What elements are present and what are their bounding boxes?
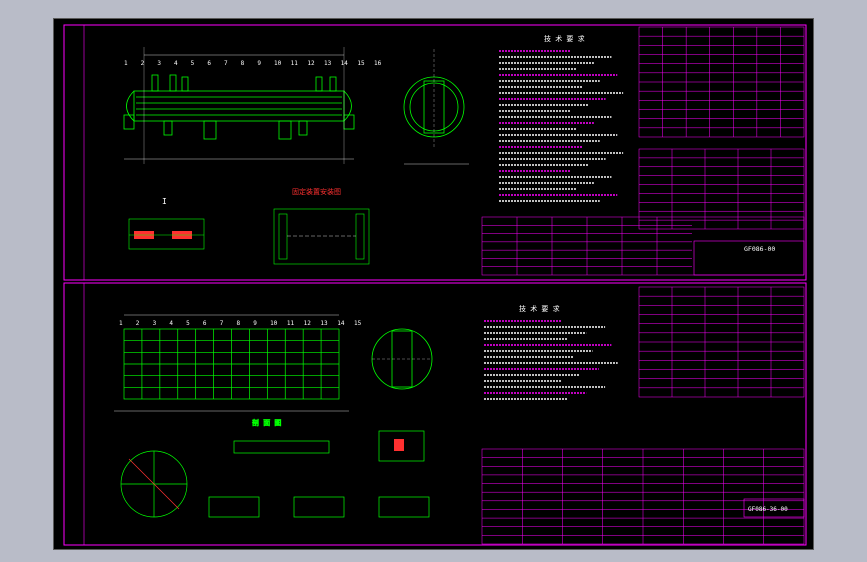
callout-number: 7 [224, 60, 228, 67]
callout-number: 8 [241, 60, 245, 67]
callout-number: 14 [341, 60, 349, 67]
callout-number: 16 [374, 60, 382, 67]
callout-number: 10 [274, 60, 282, 67]
callout-number: 15 [357, 60, 365, 67]
bottom-parts-list [481, 448, 805, 545]
callout-number: 15 [354, 320, 362, 327]
callout-number: 9 [257, 60, 261, 67]
bottom-tube-bundle [114, 314, 349, 412]
bottom-drawing-code: GF086-36-00 [748, 506, 788, 513]
callout-number: 1 [124, 60, 128, 67]
callout-number: 2 [136, 320, 140, 327]
bottom-spec-table [638, 286, 805, 398]
svg-text:技 术 要 求: 技 术 要 求 [544, 34, 585, 43]
callout-number: 11 [291, 60, 299, 67]
bottom-title-block: GF086-36-00 [743, 498, 805, 518]
callout-number: 10 [270, 320, 278, 327]
detail-title: 固定装置安装图 [292, 187, 341, 196]
callout-number: 13 [320, 320, 328, 327]
fixed-support-drawing: 固定装置安装图 [273, 187, 370, 265]
callout-number: 5 [191, 60, 195, 67]
top-title-block: GF086-00 [693, 240, 805, 276]
bottom-baffle-view [371, 328, 433, 390]
cad-viewport[interactable]: I 固定装置安装图 技 术 要 求 [53, 18, 814, 550]
callout-number: 12 [304, 320, 312, 327]
svg-text:技 术 要 求: 技 术 要 求 [519, 304, 560, 313]
callout-number: 7 [220, 320, 224, 327]
callout-number: 13 [324, 60, 332, 67]
callout-number: 4 [174, 60, 178, 67]
callout-number: 6 [203, 320, 207, 327]
sheet-frame [63, 24, 807, 546]
top-end-view [403, 49, 469, 165]
callout-number: 8 [237, 320, 241, 327]
top-heat-exchanger-elevation [123, 47, 355, 164]
detail-i-label: I [162, 197, 167, 206]
callout-number: 1 [119, 320, 123, 327]
top-spec-table [638, 26, 805, 138]
callout-number: 2 [141, 60, 145, 67]
callout-number: 3 [153, 320, 157, 327]
svg-text:剖 面 图: 剖 面 图 [252, 418, 281, 427]
tech-requirements-bottom: 技 术 要 求 [484, 304, 618, 400]
tech-requirements-top: 技 术 要 求 [499, 34, 624, 202]
callout-number: 3 [157, 60, 161, 67]
cad-drawing-canvas[interactable]: I 固定装置安装图 技 术 要 求 [54, 19, 813, 549]
callout-number: 12 [307, 60, 315, 67]
bottom-section-views: 剖 面 图 [120, 418, 430, 518]
callout-number: 11 [287, 320, 295, 327]
top-parts-list [481, 148, 805, 276]
callout-number: 5 [186, 320, 190, 327]
detail-i-drawing: I [128, 197, 205, 250]
callout-number: 6 [207, 60, 211, 67]
callout-number: 14 [337, 320, 345, 327]
callout-number: 9 [253, 320, 257, 327]
callout-number: 4 [169, 320, 173, 327]
top-drawing-code: GF086-00 [744, 245, 775, 253]
